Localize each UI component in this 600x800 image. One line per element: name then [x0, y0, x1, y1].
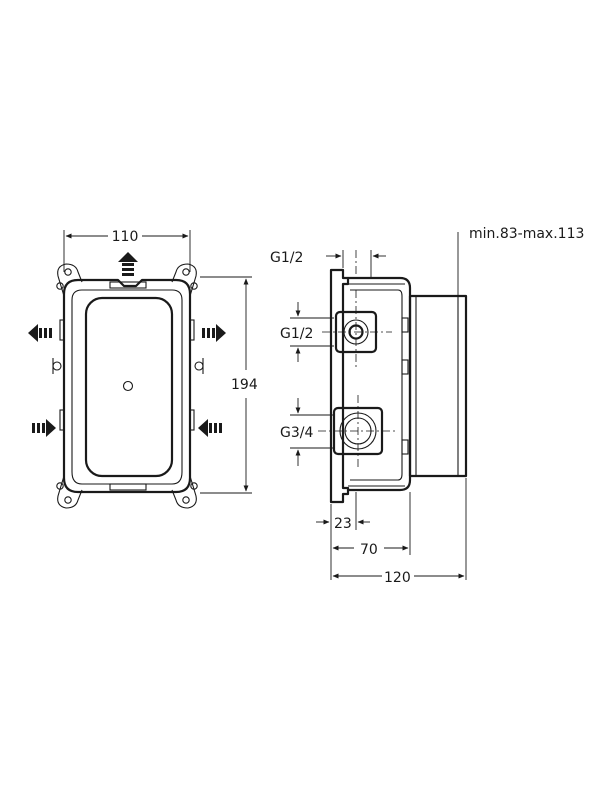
lug-top-right [171, 263, 197, 297]
extension-sleeve [408, 294, 468, 478]
lug-hole [190, 482, 198, 490]
lug-hole [64, 496, 72, 504]
front-inner-window [84, 296, 174, 478]
dim-23-label: 23 [334, 516, 352, 532]
body-tab [401, 317, 409, 333]
side-view: G1/2 G1/2 G3/4 min.83-max.113 23 70 120 [270, 226, 584, 586]
height-label: 194 [231, 377, 258, 393]
lug-hole [56, 282, 64, 290]
lug-hole [56, 482, 64, 490]
front-housing-outline [62, 278, 192, 494]
lug-bottom-left [57, 475, 83, 509]
bottom-notch [109, 483, 147, 491]
side-tab [189, 319, 195, 341]
flow-arrow-right-icon [32, 419, 56, 437]
side-ear-right [194, 361, 204, 371]
mounting-plate [329, 268, 350, 504]
lug-hole [182, 268, 190, 276]
lug-hole [64, 268, 72, 276]
side-tab [189, 409, 195, 431]
depth-range-label: min.83-max.113 [469, 226, 584, 242]
lug-hole [190, 282, 198, 290]
top-notch [109, 281, 147, 289]
center-hole [122, 380, 134, 392]
lug-top-left [57, 263, 83, 297]
flow-arrow-left-icon [198, 419, 222, 437]
valve-body [346, 276, 412, 492]
side-tab [59, 409, 65, 431]
dim-70-label: 70 [360, 542, 378, 558]
side-tab [59, 319, 65, 341]
body-tab [401, 439, 409, 455]
lower-port-label: G3/4 [280, 425, 313, 441]
flow-arrow-up-icon [118, 252, 138, 276]
upper-port-label: G1/2 [280, 326, 313, 342]
dim-120-label: 120 [384, 570, 411, 586]
top-port-label: G1/2 [270, 250, 303, 266]
flow-arrow-right-icon [202, 324, 226, 342]
lug-hole [182, 496, 190, 504]
lug-bottom-right [171, 475, 197, 509]
side-ear-left [52, 361, 62, 371]
valve-body-inner [350, 289, 403, 481]
width-label: 110 [112, 229, 139, 245]
body-tab [401, 359, 409, 375]
front-view: 110 194 [28, 229, 258, 509]
front-housing-inner-outline [71, 289, 183, 485]
flow-arrow-left-icon [28, 324, 52, 342]
